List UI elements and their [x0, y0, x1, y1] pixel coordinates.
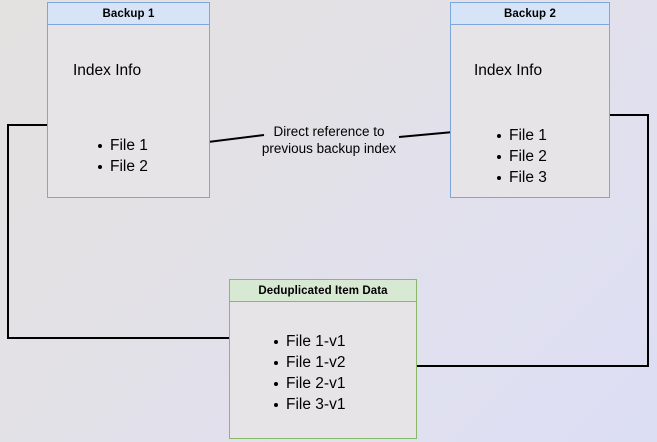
backup2-index-label: Index Info [474, 62, 543, 79]
backup2-box[interactable]: Backup 2 Index Info File 1 File 2 File 3 [450, 2, 610, 198]
backup1-index-label: Index Info [73, 62, 142, 79]
backup2-file-list: File 1 File 2 File 3 [495, 125, 547, 188]
dedup-body: File 1-v1 File 1-v2 File 2-v1 File 3-v1 [230, 302, 416, 438]
list-item: File 1 [96, 135, 148, 156]
list-item: File 2 [495, 146, 547, 167]
dedup-header: Deduplicated Item Data [230, 280, 416, 302]
dedup-file-list: File 1-v1 File 1-v2 File 2-v1 File 3-v1 [272, 331, 345, 415]
annotation-label: Direct reference to previous backup inde… [261, 124, 397, 156]
list-item: File 3-v1 [272, 394, 345, 415]
backup2-header: Backup 2 [451, 3, 609, 25]
backup2-body: Index Info File 1 File 2 File 3 [451, 25, 609, 197]
backup1-file-list: File 1 File 2 [96, 135, 148, 177]
list-item: File 2 [96, 156, 148, 177]
list-item: File 1 [495, 125, 547, 146]
list-item: File 2-v1 [272, 373, 345, 394]
dedup-box[interactable]: Deduplicated Item Data File 1-v1 File 1-… [229, 279, 417, 439]
backup1-box[interactable]: Backup 1 Index Info File 1 File 2 [47, 2, 210, 198]
list-item: File 1-v2 [272, 352, 345, 373]
list-item: File 3 [495, 167, 547, 188]
backup1-body: Index Info File 1 File 2 [48, 25, 209, 197]
list-item: File 1-v1 [272, 331, 345, 352]
backup1-header: Backup 1 [48, 3, 209, 25]
